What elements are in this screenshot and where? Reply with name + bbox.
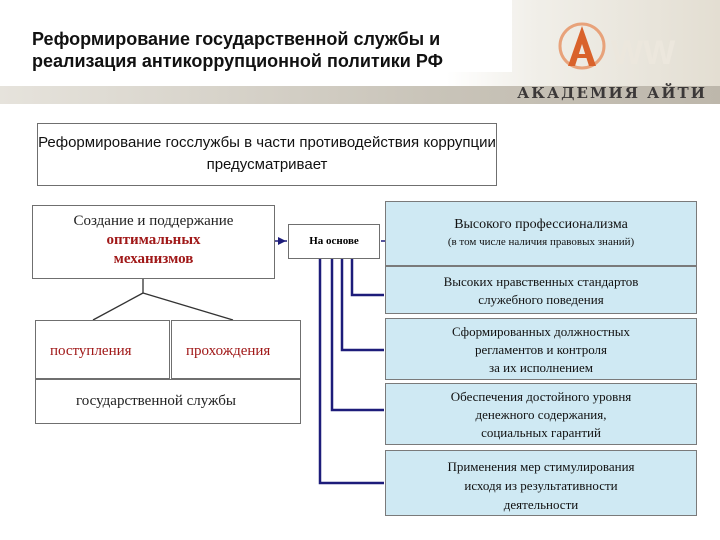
main-statement-text: Реформирование госслужбы в части противо… [38,134,496,173]
logo-wordmark: АКАДЕМИЯ АЙТИ [517,84,707,102]
principle-5-line-3: деятельности [503,497,579,512]
principle-4-line-2: денежного содержания, [475,407,607,422]
create-line-1: Создание и поддержание [73,213,234,229]
principle-4-line-1: Обеспечения достойного уровня [450,389,632,404]
create-mechanisms-box: Создание и поддержание оптимальных механ… [32,205,275,279]
passage-label: прохождения [186,343,271,359]
principle-5-line-2: исходя из результативности [464,478,618,493]
basis-label: На основе [309,235,359,247]
connector-principle-3 [340,259,384,352]
principle-2-line-1: Высоких нравственных стандартов [443,274,639,289]
principle-box-5: Применения мер стимулирования исходя из … [385,450,697,516]
basis-box: На основе [288,224,380,259]
principle-3-line-3: за их исполнением [489,360,593,375]
branch-left [92,292,144,321]
civil-service-box: государственной службы [35,379,301,424]
passage-box: прохождения [171,320,301,379]
admission-box: поступления [35,320,170,379]
principle-1-line-1: Высокого профессионализма [454,217,628,232]
principle-5-line-1: Применения мер стимулирования [447,459,635,474]
create-line-2: оптимальных [106,232,201,248]
principle-2-line-2: служебного поведения [478,292,604,307]
principle-1-line-2: (в том числе наличия правовых знаний) [447,236,635,248]
principle-box-4: Обеспечения достойного уровня денежного … [385,383,697,445]
create-line-3: механизмов [113,251,194,267]
slide-title: Реформирование государственной службы и … [32,29,443,71]
civil-service-label: государственной службы [76,393,236,409]
admission-label: поступления [50,343,132,359]
header-stripe [0,86,720,104]
svg-text:WW: WW [611,34,676,72]
branch-right [142,292,234,321]
principle-3-line-2: регламентов и контроля [474,342,607,357]
principle-box-3: Сформированных должностных регламентов и… [385,318,697,380]
principle-box-1: Высокого профессионализма (в том числе н… [385,201,697,266]
main-statement-box: Реформирование госслужбы в части противо… [37,123,497,186]
title-band [0,0,512,72]
principle-box-2: Высоких нравственных стандартов служебно… [385,266,697,314]
connector-principle-2 [350,259,384,297]
connector-principle-4 [330,259,384,412]
principle-3-line-1: Сформированных должностных [451,324,631,339]
academy-logo-icon: WW [558,22,676,72]
connector-principle-5 [318,259,384,485]
principle-4-line-3: социальных гарантий [481,425,601,440]
